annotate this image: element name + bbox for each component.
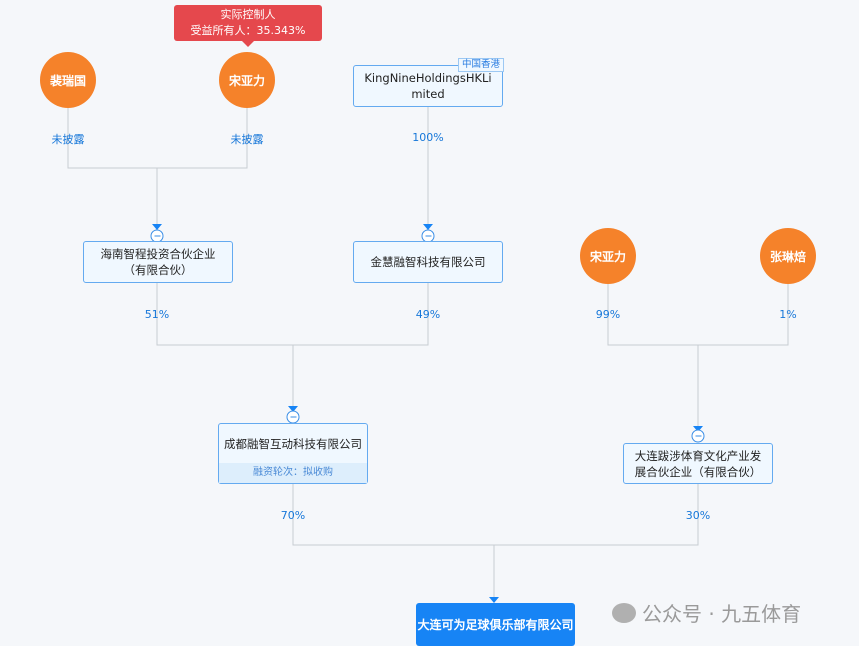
company-node-chengdu[interactable]: 成都融智互动科技有限公司 融资轮次：拟收购 — [218, 423, 368, 484]
person-node-pei[interactable]: 裴瑞国 — [40, 52, 96, 108]
share-label: 99% — [595, 308, 621, 321]
share-label: 100% — [412, 131, 444, 144]
person-node-zhang[interactable]: 张琳焙 — [760, 228, 816, 284]
share-label: 30% — [685, 509, 711, 522]
tooltip-beneficial-owner: 受益所有人：35.343% — [190, 24, 306, 37]
company-node-jinhui[interactable]: 金慧融智科技有限公司 — [353, 241, 503, 283]
watermark: 公众号 · 九五体育 — [612, 598, 801, 627]
target-company-node[interactable]: 大连可为足球俱乐部有限公司 — [416, 603, 575, 646]
company-name: KingNineHoldingsHKLimited — [364, 71, 492, 101]
share-label: 70% — [280, 509, 306, 522]
share-label: 未披露 — [230, 133, 264, 146]
share-label: 49% — [415, 308, 441, 321]
financing-round: 融资轮次：拟收购 — [219, 463, 367, 483]
collapse-button[interactable] — [691, 429, 705, 443]
company-node-hainan[interactable]: 海南智程投资合伙企业（有限合伙） — [83, 241, 233, 283]
person-node-song[interactable]: 宋亚力 — [219, 52, 275, 108]
person-node-song[interactable]: 宋亚力 — [580, 228, 636, 284]
share-label: 未披露 — [51, 133, 85, 146]
share-label: 1% — [779, 308, 797, 321]
company-node-dalian-lp[interactable]: 大连跋涉体育文化产业发展合伙企业（有限合伙） — [623, 443, 773, 484]
wechat-icon — [612, 602, 636, 623]
watermark-text: 公众号 · 九五体育 — [642, 602, 802, 626]
company-name: 成都融智互动科技有限公司 — [224, 437, 362, 451]
company-node-kingnine[interactable]: 中国香港 KingNineHoldingsHKLimited — [353, 58, 504, 107]
region-tag: 中国香港 — [457, 58, 504, 72]
tooltip-title: 实际控制人 — [220, 8, 276, 21]
collapse-button[interactable] — [286, 410, 300, 424]
actual-controller-tooltip: 实际控制人 受益所有人：35.343% — [174, 5, 322, 47]
share-label: 51% — [144, 308, 170, 321]
